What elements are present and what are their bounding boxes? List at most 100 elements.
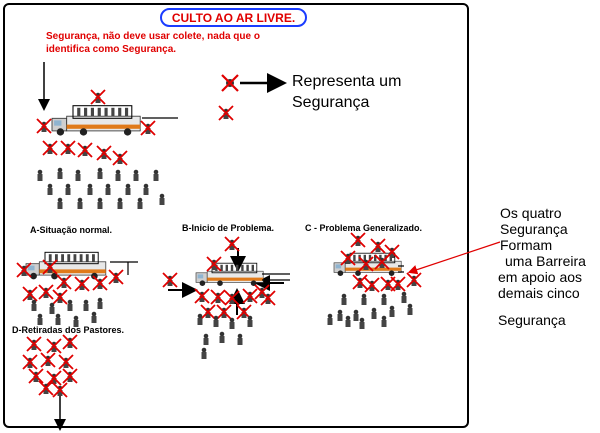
security-note-line-2: identifica como Segurança. [46,44,177,55]
security-guard [340,250,356,266]
security-guard [74,276,90,292]
security-guard [92,275,108,291]
person-figure [73,315,79,327]
security-guard [242,288,258,304]
person-figure [341,293,347,305]
person-figure [37,313,43,325]
security-guard [194,288,210,304]
security-guard [60,140,76,156]
person-figure [55,313,61,325]
security-guard [112,150,128,166]
person-figure [197,313,203,325]
stage-truck [51,105,141,136]
person-figure [31,299,37,311]
person-figure [97,167,103,179]
person-figure [83,299,89,311]
title-box: CULTO AO AR LIVRE. [160,8,307,27]
person-figure [105,183,111,195]
security-guard [22,286,38,302]
section-c-label: C - Problema Generalizado. [305,223,423,233]
security-guard [224,236,240,252]
stage-truck [195,262,264,286]
security-guard [56,274,72,290]
person-figure [203,333,209,345]
security-guard [374,254,390,270]
person-figure [327,313,333,325]
person-figure [77,197,83,209]
person-figure [47,183,53,195]
security-guard [108,269,124,285]
legend-text: Representa um Segurança [292,71,401,113]
person-figure [213,315,219,327]
person-figure [137,197,143,209]
security-guard [52,382,68,398]
person-figure [247,315,253,327]
person-figure [401,291,407,303]
person-figure [133,169,139,181]
security-guard [224,290,240,306]
security-guard [254,284,270,300]
person-figure [37,169,43,181]
person-figure [381,293,387,305]
security-guard [22,354,38,370]
security-guard [42,259,58,275]
right-note-line-2: Segurança [500,221,568,237]
security-guard [90,89,106,105]
security-guard [38,380,54,396]
person-figure [361,293,367,305]
person-figure [75,169,81,181]
security-guard [140,120,156,136]
person-figure [125,183,131,195]
security-guard [40,352,56,368]
person-figure [117,197,123,209]
legend-line-2: Segurança [292,94,370,111]
security-guard [216,304,232,320]
person-figure [359,317,365,329]
right-note-line-7: Segurança [498,312,566,328]
security-guard [26,336,42,352]
security-guard [96,145,112,161]
security-guard [350,232,366,248]
security-guard [62,368,78,384]
person-figure [153,169,159,181]
security-guard [364,277,380,293]
person-figure [219,331,225,343]
right-note-line-1: Os quatro [500,205,562,221]
person-figure [337,309,343,321]
security-guard [28,368,44,384]
person-figure [345,315,351,327]
security-guard [16,262,32,278]
person-figure [353,309,359,321]
person-figure [143,183,149,195]
security-guard [200,304,216,320]
legend-line-1: Representa um [292,73,402,90]
security-guard [42,140,58,156]
person-figure [201,347,207,359]
person-figure [49,302,55,314]
person-figure [91,311,97,323]
section-b-label: B-Inicio de Problema. [182,223,275,233]
person-figure [65,183,71,195]
diagram-figures [16,89,422,398]
security-guard [62,334,78,350]
person-figure [57,167,63,179]
security-guard [46,370,62,386]
diagram-frame [3,3,469,428]
person-figure [237,333,243,345]
person-figure [97,197,103,209]
security-guard [38,284,54,300]
security-guard [406,272,422,288]
right-note-line-4: uma Barreira [505,253,586,269]
security-guard [77,142,93,158]
person-figure [67,299,73,311]
security-guard [58,354,74,370]
person-figure [371,307,377,319]
person-figure [87,183,93,195]
diagram-title: CULTO AO AR LIVRE. [171,11,296,25]
section-a-label: A-Situação normal. [30,225,113,235]
security-guard [352,274,368,290]
security-guard [36,118,52,134]
person-figure [229,317,235,329]
security-guard [218,105,234,121]
person-figure [381,315,387,327]
